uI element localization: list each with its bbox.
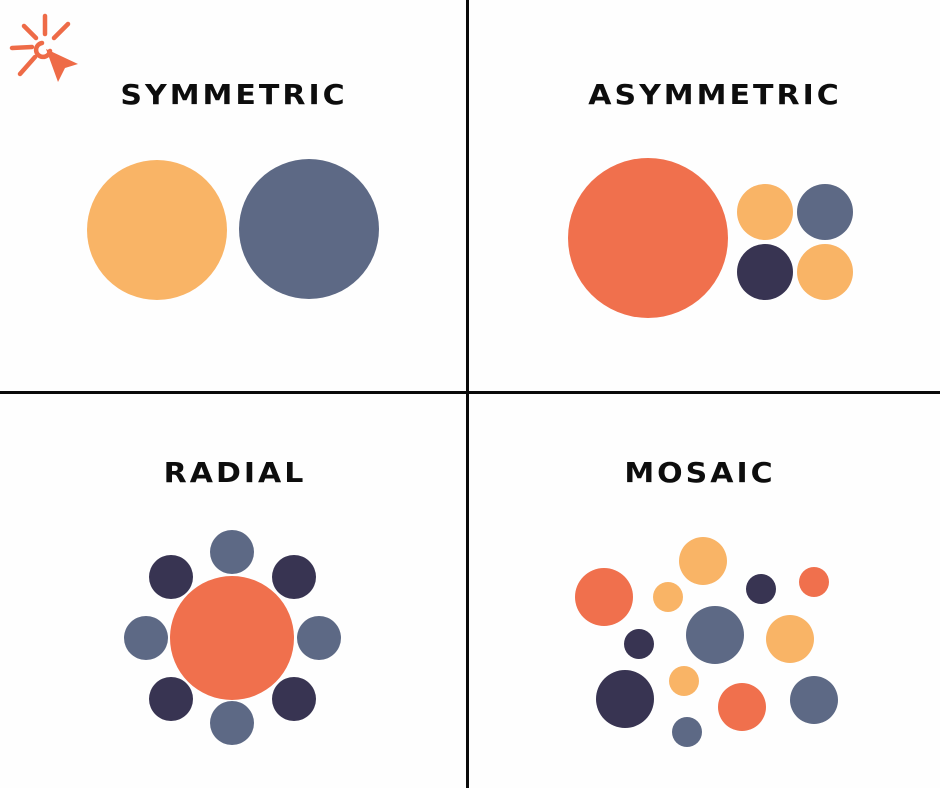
asymmetric-circles bbox=[568, 158, 853, 318]
radial-satellite-circle bbox=[272, 555, 316, 599]
symmetric-title: SYMMETRIC bbox=[120, 79, 348, 112]
mosaic-title: MOSAIC bbox=[624, 457, 776, 490]
radial-satellite-circle bbox=[124, 616, 168, 660]
vertical-divider bbox=[466, 0, 469, 788]
radial-satellite-circle bbox=[210, 701, 254, 745]
symmetric-circle-yellow bbox=[87, 160, 227, 300]
radial-center-circle bbox=[170, 576, 294, 700]
mosaic-circle bbox=[746, 574, 776, 604]
radial-satellite-circle bbox=[210, 530, 254, 574]
symmetric-circles bbox=[87, 159, 379, 300]
sun-cursor-icon bbox=[9, 13, 78, 82]
mosaic-circle bbox=[653, 582, 683, 612]
mosaic-circle bbox=[718, 683, 766, 731]
asymmetric-circle-small bbox=[737, 184, 793, 240]
mosaic-circle bbox=[624, 629, 654, 659]
mosaic-circle bbox=[669, 666, 699, 696]
mosaic-circle bbox=[766, 615, 814, 663]
mosaic-circles bbox=[575, 537, 838, 747]
mosaic-circle bbox=[686, 606, 744, 664]
mosaic-circle bbox=[679, 537, 727, 585]
mosaic-circle bbox=[575, 568, 633, 626]
asymmetric-circle-small bbox=[797, 244, 853, 300]
mosaic-circle bbox=[672, 717, 702, 747]
asymmetric-circle-small bbox=[797, 184, 853, 240]
radial-satellite-circle bbox=[149, 677, 193, 721]
mosaic-circle bbox=[596, 670, 654, 728]
radial-circles bbox=[124, 530, 341, 745]
radial-satellite-circle bbox=[272, 677, 316, 721]
radial-satellite-circle bbox=[297, 616, 341, 660]
radial-satellite-circle bbox=[149, 555, 193, 599]
horizontal-divider bbox=[0, 391, 940, 394]
symmetric-circle-slate bbox=[239, 159, 379, 299]
asymmetric-circle-large-coral bbox=[568, 158, 728, 318]
mosaic-circle bbox=[799, 567, 829, 597]
asymmetric-circle-small bbox=[737, 244, 793, 300]
radial-title: RADIAL bbox=[163, 457, 307, 490]
asymmetric-title: ASYMMETRIC bbox=[588, 79, 842, 112]
mosaic-circle bbox=[790, 676, 838, 724]
